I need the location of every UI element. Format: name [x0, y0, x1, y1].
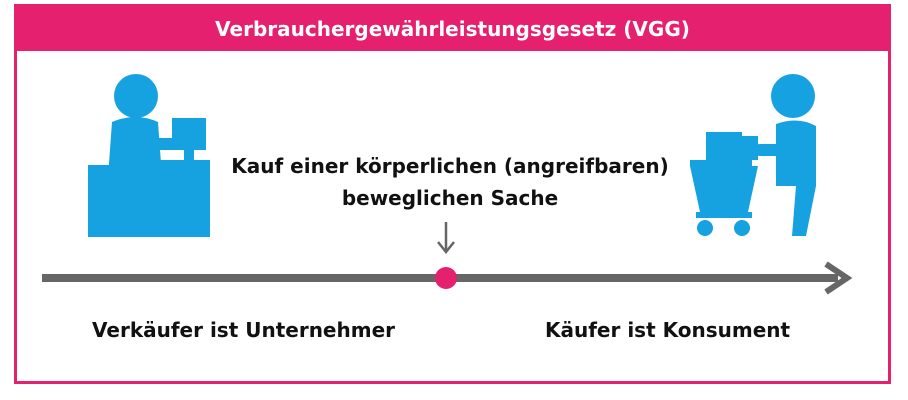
purchase-description: Kauf einer körperlichen (angreifbaren) b…	[230, 150, 670, 214]
purchase-description-line-2: beweglichen Sache	[341, 186, 559, 210]
header-title: Verbrauchergewährleistungsgesetz (VGG)	[17, 7, 888, 51]
seller-label: Verkäufer ist Unternehmer	[92, 318, 395, 342]
timeline-marker	[435, 267, 457, 289]
purchase-description-line-1: Kauf einer körperlichen (angreifbaren)	[231, 154, 669, 178]
seller-at-counter-icon	[88, 74, 210, 237]
down-arrow-icon	[437, 222, 455, 255]
shopper-with-cart-icon	[690, 74, 816, 236]
buyer-label: Käufer ist Konsument	[545, 318, 791, 342]
